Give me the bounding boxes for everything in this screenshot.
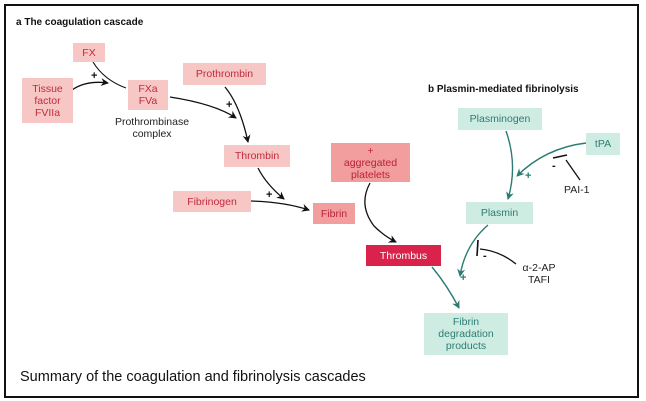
node-fx: FX xyxy=(73,43,105,62)
plus-sign-plasmin: + xyxy=(460,272,467,284)
node-thrombin: Thrombin xyxy=(224,145,290,167)
inhibit-alpha2ap xyxy=(479,248,517,265)
node-thrombus-label: Thrombus xyxy=(379,249,428,262)
arrow-platelets-to-thrombus xyxy=(364,182,397,243)
node-aggregated-platelets: + aggregated platelets xyxy=(331,143,410,182)
node-plasminogen: Plasminogen xyxy=(458,108,542,130)
node-fibrinogen: Fibrinogen xyxy=(173,191,251,212)
plus-sign-thrombin: + xyxy=(226,99,233,111)
arrow-plasmin-to-fdp xyxy=(457,224,489,277)
arrow-fxa-to-thrombin-path xyxy=(169,96,237,119)
plus-sign-fibrin: + xyxy=(266,189,273,201)
node-tissue-factor-line1: Tissue xyxy=(32,82,63,95)
node-fx-label: FX xyxy=(82,46,96,59)
node-fibrinogen-label: Fibrinogen xyxy=(187,195,237,208)
figure-frame xyxy=(4,4,639,398)
arrow-thrombus-to-fdp xyxy=(431,266,460,309)
label-alpha-2-ap: α-2-AP xyxy=(522,262,556,274)
arrow-plasminogen-to-plasmin xyxy=(505,130,514,200)
node-plasmin: Plasmin xyxy=(466,202,533,224)
label-prothrombinase-complex: Prothrombinase complex xyxy=(102,116,202,140)
node-fibrin-label: Fibrin xyxy=(320,207,348,220)
label-pai-1: PAI-1 xyxy=(564,184,590,196)
node-prothrombin: Prothrombin xyxy=(183,63,266,85)
node-prothrombin-label: Prothrombin xyxy=(195,68,254,80)
plus-sign-fx: + xyxy=(91,70,98,82)
panel-b-heading: b Plasmin-mediated fibrinolysis xyxy=(428,84,579,95)
label-inhibitors: α-2-AP TAFI xyxy=(514,262,564,286)
node-fibrin: Fibrin xyxy=(313,203,355,224)
arrow-prothrombin-to-thrombin xyxy=(224,86,251,143)
node-fdp-line2: degradation xyxy=(438,328,494,340)
label-tafi: TAFI xyxy=(528,274,550,286)
arrow-thrombin-to-fibrin-path xyxy=(257,167,285,200)
node-tissue-factor-line2: factor xyxy=(34,94,61,107)
node-tissue-factor: Tissue factor FVIIa xyxy=(22,78,73,123)
node-plasmin-label: Plasmin xyxy=(480,207,519,219)
inhibit-pai1-bar xyxy=(552,154,568,159)
label-prothrombinase-line1: Prothrombinase xyxy=(114,116,190,128)
node-fibrin-degradation-products: Fibrin degradation products xyxy=(424,313,508,355)
arrow-tissue-factor-to-fxa xyxy=(71,78,109,91)
node-tpa-label: tPA xyxy=(594,138,612,150)
plus-sign-tpa: + xyxy=(525,170,532,182)
node-fdp-line1: Fibrin xyxy=(452,316,480,328)
node-platelets-line2: platelets xyxy=(350,168,391,181)
node-fxa-fva: FXa FVa xyxy=(128,80,168,110)
arrow-fx-to-fxa xyxy=(92,61,127,89)
node-fdp-line3: products xyxy=(445,340,487,352)
minus-sign-pai1: - xyxy=(552,160,556,172)
minus-sign-alpha2ap: - xyxy=(483,250,487,262)
node-fxa-label: FXa xyxy=(138,83,158,95)
node-platelets-plus: + xyxy=(367,144,374,157)
node-fva-label: FVa xyxy=(138,95,158,107)
panel-a-heading: a The coagulation cascade xyxy=(16,17,144,28)
node-platelets-line1: aggregated xyxy=(343,156,398,169)
arrow-tpa-to-plasmin xyxy=(516,142,587,177)
node-plasminogen-label: Plasminogen xyxy=(469,113,531,125)
inhibit-pai1 xyxy=(565,159,581,181)
node-thrombin-label: Thrombin xyxy=(234,150,280,162)
node-tpa: tPA xyxy=(586,133,620,155)
node-thrombus: Thrombus xyxy=(366,245,441,266)
label-prothrombinase-line2: complex xyxy=(132,128,172,140)
node-tissue-factor-line3: FVIIa xyxy=(34,106,61,119)
figure-caption: Summary of the coagulation and fibrinoly… xyxy=(20,369,366,385)
arrow-fibrinogen-to-fibrin xyxy=(250,200,310,212)
inhibit-alpha2ap-bar xyxy=(476,239,479,257)
